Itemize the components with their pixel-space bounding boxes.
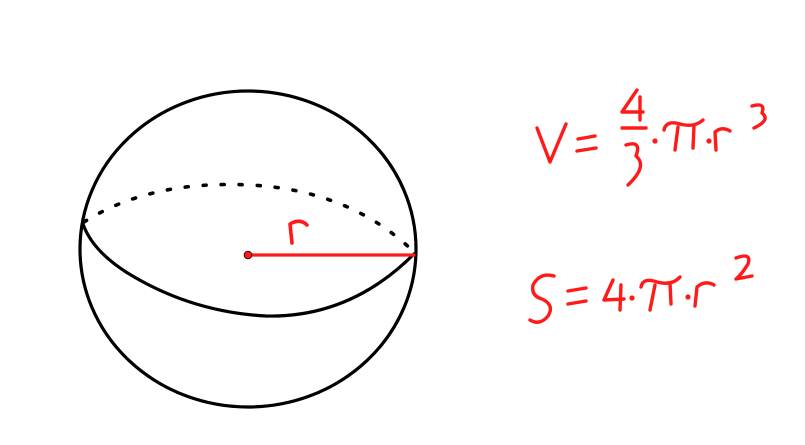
volume-exp: 3: [760, 114, 761, 116]
volume-r: r: [722, 140, 723, 143]
equator-front-solid: [81, 222, 416, 318]
surface-dot-1: [629, 295, 635, 301]
surface-dot-2: [685, 294, 691, 300]
volume-denominator-glyph: [624, 142, 643, 187]
sphere-outline: [78, 89, 418, 409]
equator-back-dotted: [82, 182, 416, 254]
volume-lhs: V: [550, 149, 551, 151]
surface-formula-dots: [629, 294, 691, 301]
volume-exponent-glyph: [750, 103, 767, 130]
volume-dot-1: [652, 138, 658, 144]
volume-numerator-glyph: [620, 88, 645, 122]
volume-equals-glyph: [575, 134, 598, 153]
center-point: [243, 250, 253, 260]
radius-label: [288, 219, 309, 245]
volume-V-glyph: [535, 122, 568, 164]
surface-pi: π: [660, 294, 661, 296]
volume-r-glyph: [713, 127, 732, 152]
surface-eq: =: [577, 295, 578, 297]
surface-exponent-glyph: [734, 254, 754, 281]
volume-pi-glyph: [662, 118, 705, 152]
formula-text-layer: V = 4 3 · π · r 3 S = 4 · π · r 2: [542, 109, 761, 299]
volume-formula-strokes: [535, 88, 767, 187]
surface-equals-glyph: [566, 286, 588, 306]
surface-coef-glyph: [602, 278, 626, 312]
surface-formula-strokes: [528, 254, 754, 324]
surface-r-glyph: [693, 281, 716, 308]
volume-frac-den: 3: [633, 164, 634, 166]
surface-r: r: [704, 296, 705, 299]
volume-eq: =: [586, 144, 587, 146]
volume-dot-2: [706, 138, 712, 144]
radius-label-text: r: [299, 236, 300, 239]
surface-S-glyph: [528, 273, 556, 324]
surface-pi-glyph: [639, 275, 682, 312]
volume-pi: π: [683, 137, 684, 139]
surface-coef: 4: [614, 295, 615, 297]
volume-formula-dots: [652, 138, 712, 144]
